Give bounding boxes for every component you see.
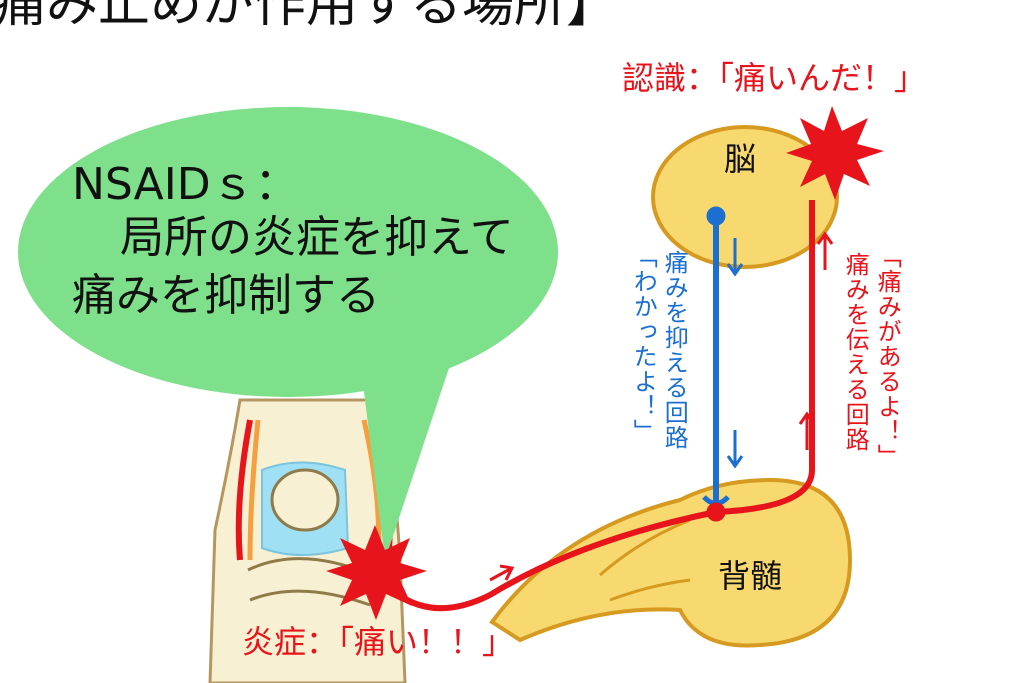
recognition-label: 認識：「痛いんだ！」 (622, 59, 927, 97)
page-title: 痛み止めが作用する場所】 (0, 0, 619, 34)
suppress-circuit-quote: 「わかったよ！」 (629, 244, 658, 444)
suppress-circuit-name: 痛みを抑える回路 (660, 250, 689, 450)
nsaids-text-line3: 痛みを抑制する (72, 270, 380, 321)
brain-label: 脳 (724, 140, 757, 178)
spinal-cord-label: 背髄 (718, 557, 783, 595)
nsaids-text-line2: 局所の炎症を抑えて (120, 212, 514, 263)
pain-transmit-circuit-line (372, 200, 834, 612)
brain-shape (651, 125, 839, 269)
nsaids-heading: NSAIDｓ： (72, 159, 299, 210)
knee-pain-burst-icon (326, 525, 427, 620)
pain-suppress-circuit-line (702, 206, 744, 508)
transmit-circuit-quote: 「痛みがあるよ！」 (873, 244, 902, 469)
spinal-cord-shape (489, 477, 853, 648)
nsaids-speech-balloon (18, 107, 558, 560)
brain-pain-burst-icon (786, 106, 884, 200)
transmit-circuit-name: 痛みを伝える回路 (841, 252, 870, 452)
inflammation-label: 炎症：「痛い！！」 (242, 623, 515, 661)
